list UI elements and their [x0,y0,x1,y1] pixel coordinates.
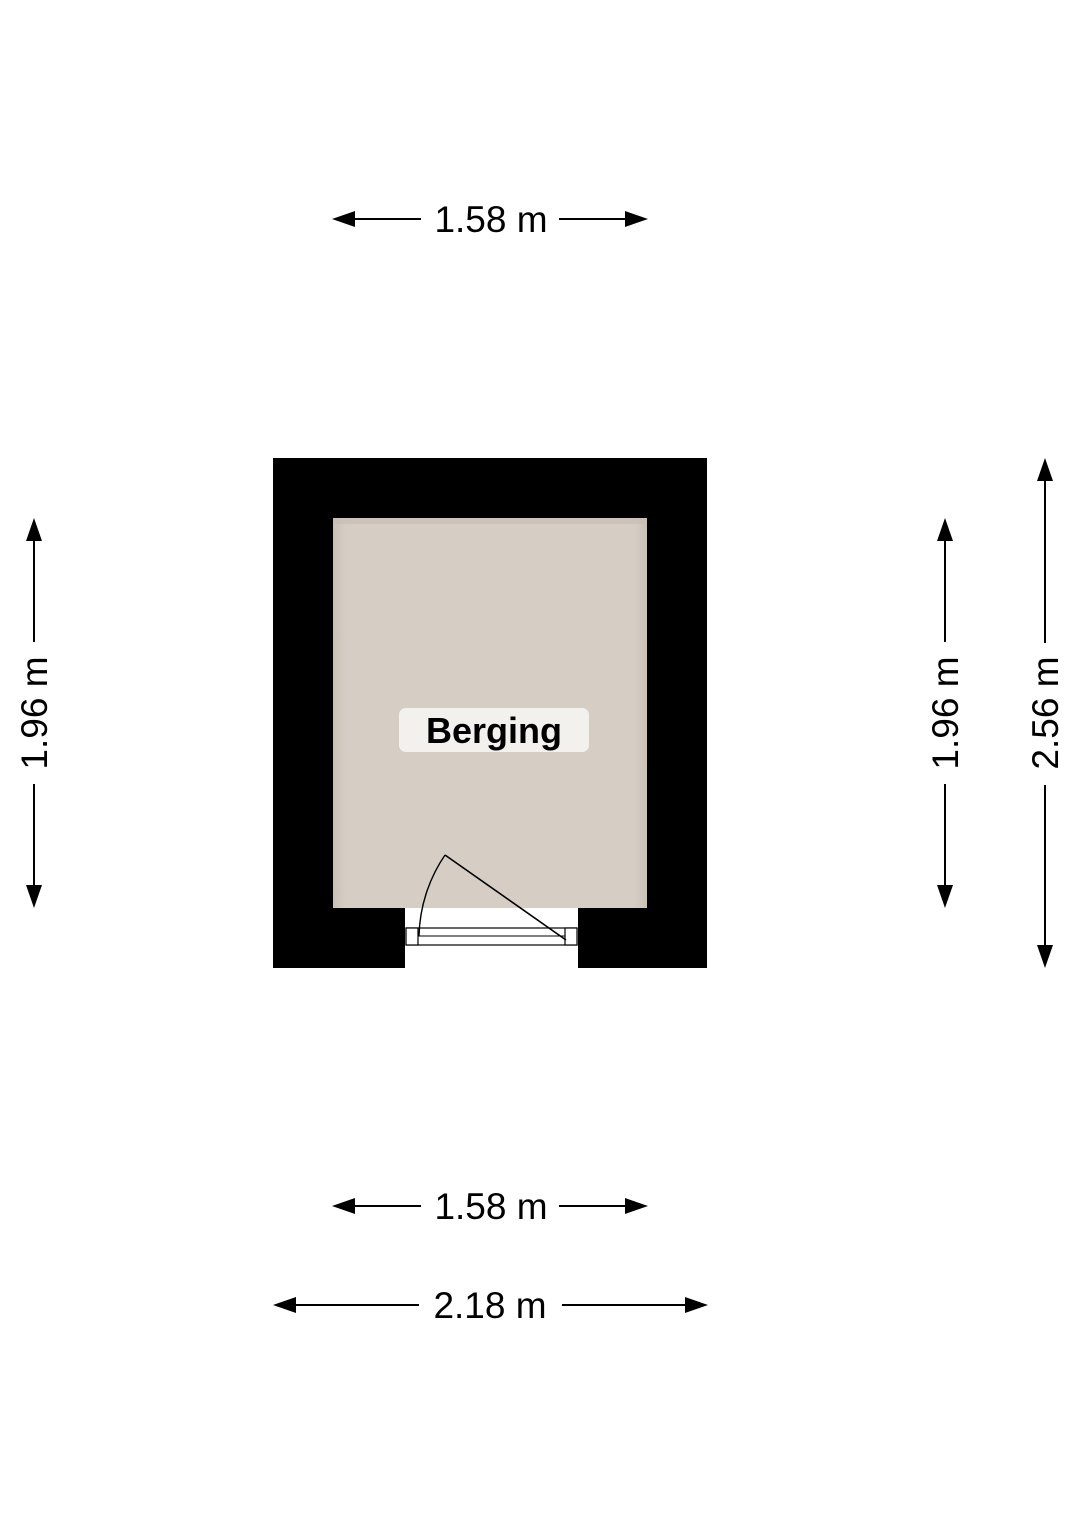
door-swing-arc [418,854,446,937]
arrow-left-icon [273,1297,296,1313]
dimension-top: 1.58 m [332,199,648,240]
arrow-right-icon [685,1297,708,1313]
arrow-up-icon [937,518,953,541]
door [405,854,578,968]
room-label-group: Berging [399,708,589,752]
arrow-left-icon [332,211,355,227]
door-jamb-left [405,927,419,946]
arrow-right-icon [625,211,648,227]
dimension-right-inner: 1.96 m [925,518,966,908]
arrow-right-icon [625,1198,648,1214]
room-label: Berging [426,710,562,751]
room-label-background [399,708,589,752]
dimension-left: 1.96 m [14,518,55,908]
dim-bottom-outer-label: 2.18 m [433,1285,546,1326]
arrow-up-icon [1037,458,1053,481]
arrow-down-icon [937,885,953,908]
door-jamb-right [564,927,578,946]
arrow-left-icon [332,1198,355,1214]
dim-left-label: 1.96 m [14,656,55,769]
dim-right-inner-label: 1.96 m [925,656,966,769]
dimension-bottom-outer: 2.18 m [273,1285,708,1326]
arrow-down-icon [1037,945,1053,968]
floor-shadow-top [333,518,647,524]
door-leaf [444,854,567,941]
dim-right-outer-label: 2.56 m [1025,656,1066,769]
arrow-up-icon [26,518,42,541]
dimension-right-outer: 2.56 m [1025,458,1066,968]
dim-top-label: 1.58 m [434,199,547,240]
dim-bottom-inner-label: 1.58 m [434,1186,547,1227]
arrow-down-icon [26,885,42,908]
dimension-bottom-inner: 1.58 m [332,1186,648,1227]
